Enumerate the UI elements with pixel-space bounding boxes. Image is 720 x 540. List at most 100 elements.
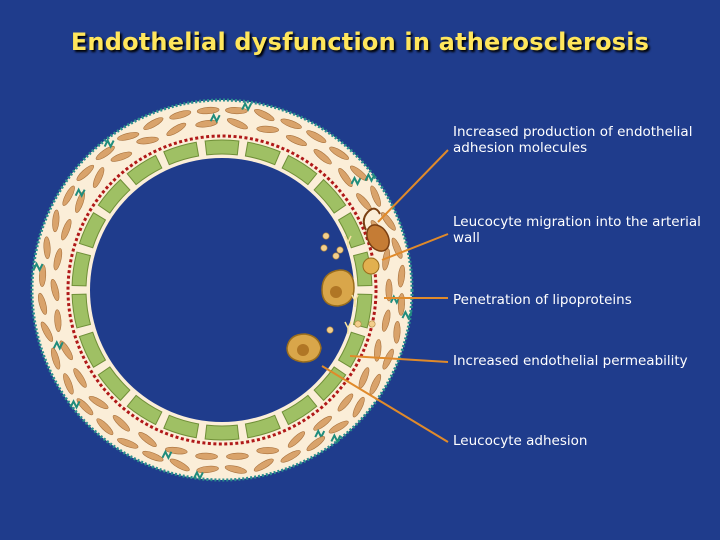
smooth-muscle-cell [92, 167, 105, 188]
adhesion-molecules [344, 235, 359, 334]
endothelial-cell [126, 394, 163, 426]
smooth-muscle-cell [50, 347, 61, 370]
endothelial-cell [126, 154, 163, 186]
smooth-muscle-cell [287, 431, 306, 448]
internal-elastic-lamina [66, 134, 378, 446]
label-lipoprotein-penetration: Penetration of lipoproteins [453, 292, 632, 308]
collagen-fiber [389, 294, 401, 305]
smooth-muscle-cell [337, 393, 354, 412]
smooth-muscle-cell [138, 432, 157, 447]
smooth-muscle-cell [63, 373, 74, 395]
smooth-muscle-cell [349, 165, 369, 181]
smooth-muscle-cell [40, 321, 54, 342]
label-adhesion-molecules: Increased production of endothelial adhe… [453, 124, 693, 156]
endothelial-cell [78, 331, 107, 368]
collagen-fiber [161, 449, 173, 461]
collagen-fiber [330, 433, 342, 444]
endothelial-cell [337, 212, 366, 249]
smooth-muscle-cell [62, 185, 75, 206]
smooth-muscle-cell [169, 110, 192, 120]
lipoprotein-particle [326, 326, 334, 334]
label-leucocyte-adhesion: Leucocyte adhesion [453, 433, 588, 449]
smooth-muscle-cell [306, 130, 327, 144]
endothelial-cell [204, 139, 240, 156]
endothelial-cell [71, 251, 92, 287]
smooth-muscle-cell [166, 122, 187, 136]
label-leucocyte-migration: Leucocyte migration into the arterial wa… [453, 214, 701, 246]
smooth-muscle-cell [117, 132, 140, 141]
smooth-muscle-cell [280, 118, 302, 129]
collagen-fiber [350, 175, 362, 187]
pointer-line-5 [321, 365, 449, 443]
collagen-fiber [209, 112, 221, 124]
endothelial-cell [97, 178, 131, 214]
label-endothelial-permeability: Increased endothelial permeability [453, 353, 688, 369]
smooth-muscle-cell [76, 164, 95, 181]
endothelial-cell [313, 178, 347, 214]
collagen-fiber [314, 428, 326, 440]
collagen-fiber [74, 187, 86, 198]
endothelial-cell [281, 394, 318, 426]
smooth-muscle-cell [195, 452, 218, 460]
smooth-muscle-cell [256, 447, 280, 455]
adherent-leucocyte-lower [286, 333, 322, 363]
smooth-muscle-cell [110, 151, 133, 162]
migrating-leucocyte-tail [362, 207, 381, 231]
smooth-muscle-cell [226, 452, 249, 460]
smooth-muscle-cell [226, 118, 248, 130]
smooth-muscle-cell [76, 398, 94, 416]
pointer-line-2 [381, 233, 449, 261]
smooth-muscle-cell [256, 125, 279, 133]
endothelial-cell [244, 414, 281, 439]
collagen-fiber [401, 309, 413, 321]
smooth-muscle-cell [374, 339, 382, 362]
smooth-muscle-cell [169, 458, 190, 472]
smooth-muscle-cell [338, 168, 353, 187]
monocyte [362, 257, 380, 275]
slide-title: Endothelial dysfunction in atheroscleros… [70, 28, 650, 56]
collagen-fiber [103, 138, 115, 149]
endothelial-cell-layer [71, 139, 373, 441]
pointer-line-4 [349, 355, 449, 363]
collagen-fiber [364, 172, 376, 183]
smooth-muscle-cell [54, 309, 62, 332]
smooth-muscle-cell [96, 418, 114, 436]
smooth-muscle-cell [352, 396, 365, 418]
smooth-muscle-cell [328, 420, 349, 434]
endothelial-cell [78, 212, 107, 249]
smooth-muscle-cell [224, 465, 247, 474]
collagen-fiber [52, 340, 64, 351]
smooth-muscle-cell [329, 146, 349, 160]
smooth-muscle-cell [53, 248, 63, 271]
smooth-muscle-cell [143, 117, 164, 130]
smooth-muscle-cell [280, 450, 301, 463]
endothelial-cell [244, 141, 281, 166]
migrating-leucocyte [366, 224, 390, 252]
smooth-muscle-cell [88, 395, 109, 410]
endothelial-cell [163, 141, 200, 166]
pointer-lines [321, 149, 449, 443]
smooth-muscle-cell [195, 119, 218, 128]
lipoprotein-particle [354, 320, 362, 328]
smooth-muscle-cell [370, 185, 381, 207]
smooth-muscle-cell [393, 320, 401, 344]
collagen-fiber [32, 261, 44, 273]
pointer-line-1 [377, 149, 449, 223]
smooth-muscle-cell [61, 219, 72, 241]
collagen-fiber [241, 101, 253, 112]
lipoprotein-particles [320, 232, 376, 334]
smooth-muscle-cell [381, 309, 391, 332]
adherent-leucocyte-upper [321, 269, 355, 307]
smooth-muscle-cell [196, 465, 219, 474]
vessel-lumen [90, 158, 354, 422]
smooth-muscle-cell [196, 106, 220, 115]
smooth-muscle-cell [112, 415, 130, 432]
collagen-fiber [69, 399, 81, 410]
smooth-muscle-cell [117, 438, 139, 449]
smooth-muscle-cell [142, 450, 164, 462]
smooth-muscle-cell [253, 458, 274, 472]
smooth-muscle-cell [397, 264, 406, 288]
smooth-muscle-cell [313, 149, 332, 165]
smooth-muscle-cell [306, 436, 326, 452]
smooth-muscle-cell [380, 212, 396, 231]
